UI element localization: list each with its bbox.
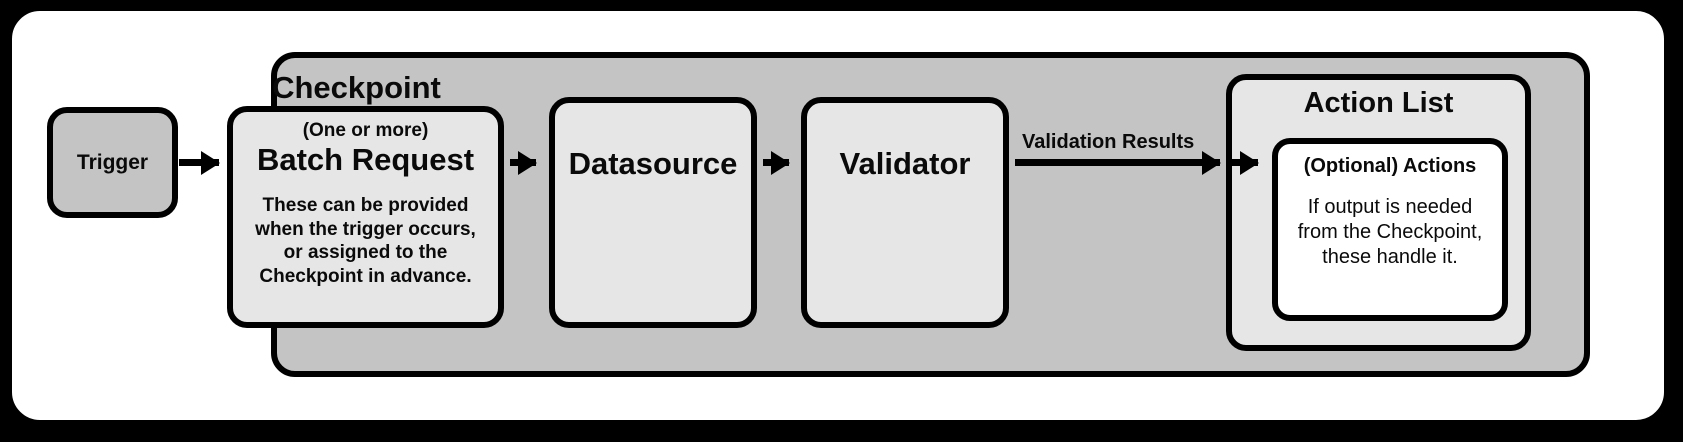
batch-request-note-line: or assigned to the [283, 242, 448, 264]
node-batch-request[interactable]: (One or more) Batch Request These can be… [227, 106, 504, 328]
optional-actions-note-line: these handle it. [1322, 246, 1458, 268]
batch-request-note-line: Checkpoint in advance. [259, 266, 472, 288]
validator-title: Validator [839, 146, 971, 181]
batch-request-note-line: These can be provided [262, 194, 469, 216]
optional-actions-title: (Optional) Actions [1303, 155, 1477, 177]
batch-request-note: These can be provided when the trigger o… [255, 194, 476, 290]
batch-request-title: Batch Request [256, 141, 475, 177]
node-datasource[interactable]: Datasource [549, 97, 757, 328]
container-action-list[interactable]: Action List (Optional) Actions If output… [1226, 74, 1531, 351]
optional-actions-note-line: If output is needed [1307, 196, 1473, 218]
arrow-action-list-to-optional-actions [1231, 159, 1258, 166]
batch-request-subtitle: (One or more) [302, 120, 429, 141]
arrow-datasource-to-validator [763, 159, 789, 166]
arrow-batch-request-to-datasource [510, 159, 536, 166]
arrow-trigger-to-batch-request [179, 159, 219, 166]
outer-frame: Trigger Checkpoint (One or more) Batch R… [6, 5, 1670, 426]
batch-request-note-line: when the trigger occurs, [255, 218, 476, 240]
checkpoint-title: Checkpoint [272, 70, 441, 105]
optional-actions-note: If output is needed from the Checkpoint,… [1298, 195, 1483, 270]
datasource-title: Datasource [568, 146, 738, 181]
arrow-validator-to-action-list [1015, 159, 1220, 166]
arrow-label-validation-results: Validation Results [1022, 131, 1195, 153]
action-list-title: Action List [1303, 87, 1454, 119]
node-trigger[interactable]: Trigger [47, 107, 178, 218]
trigger-label: Trigger [76, 150, 149, 174]
node-optional-actions[interactable]: (Optional) Actions If output is needed f… [1272, 138, 1508, 321]
optional-actions-note-line: from the Checkpoint, [1297, 221, 1483, 243]
node-validator[interactable]: Validator [801, 97, 1009, 328]
